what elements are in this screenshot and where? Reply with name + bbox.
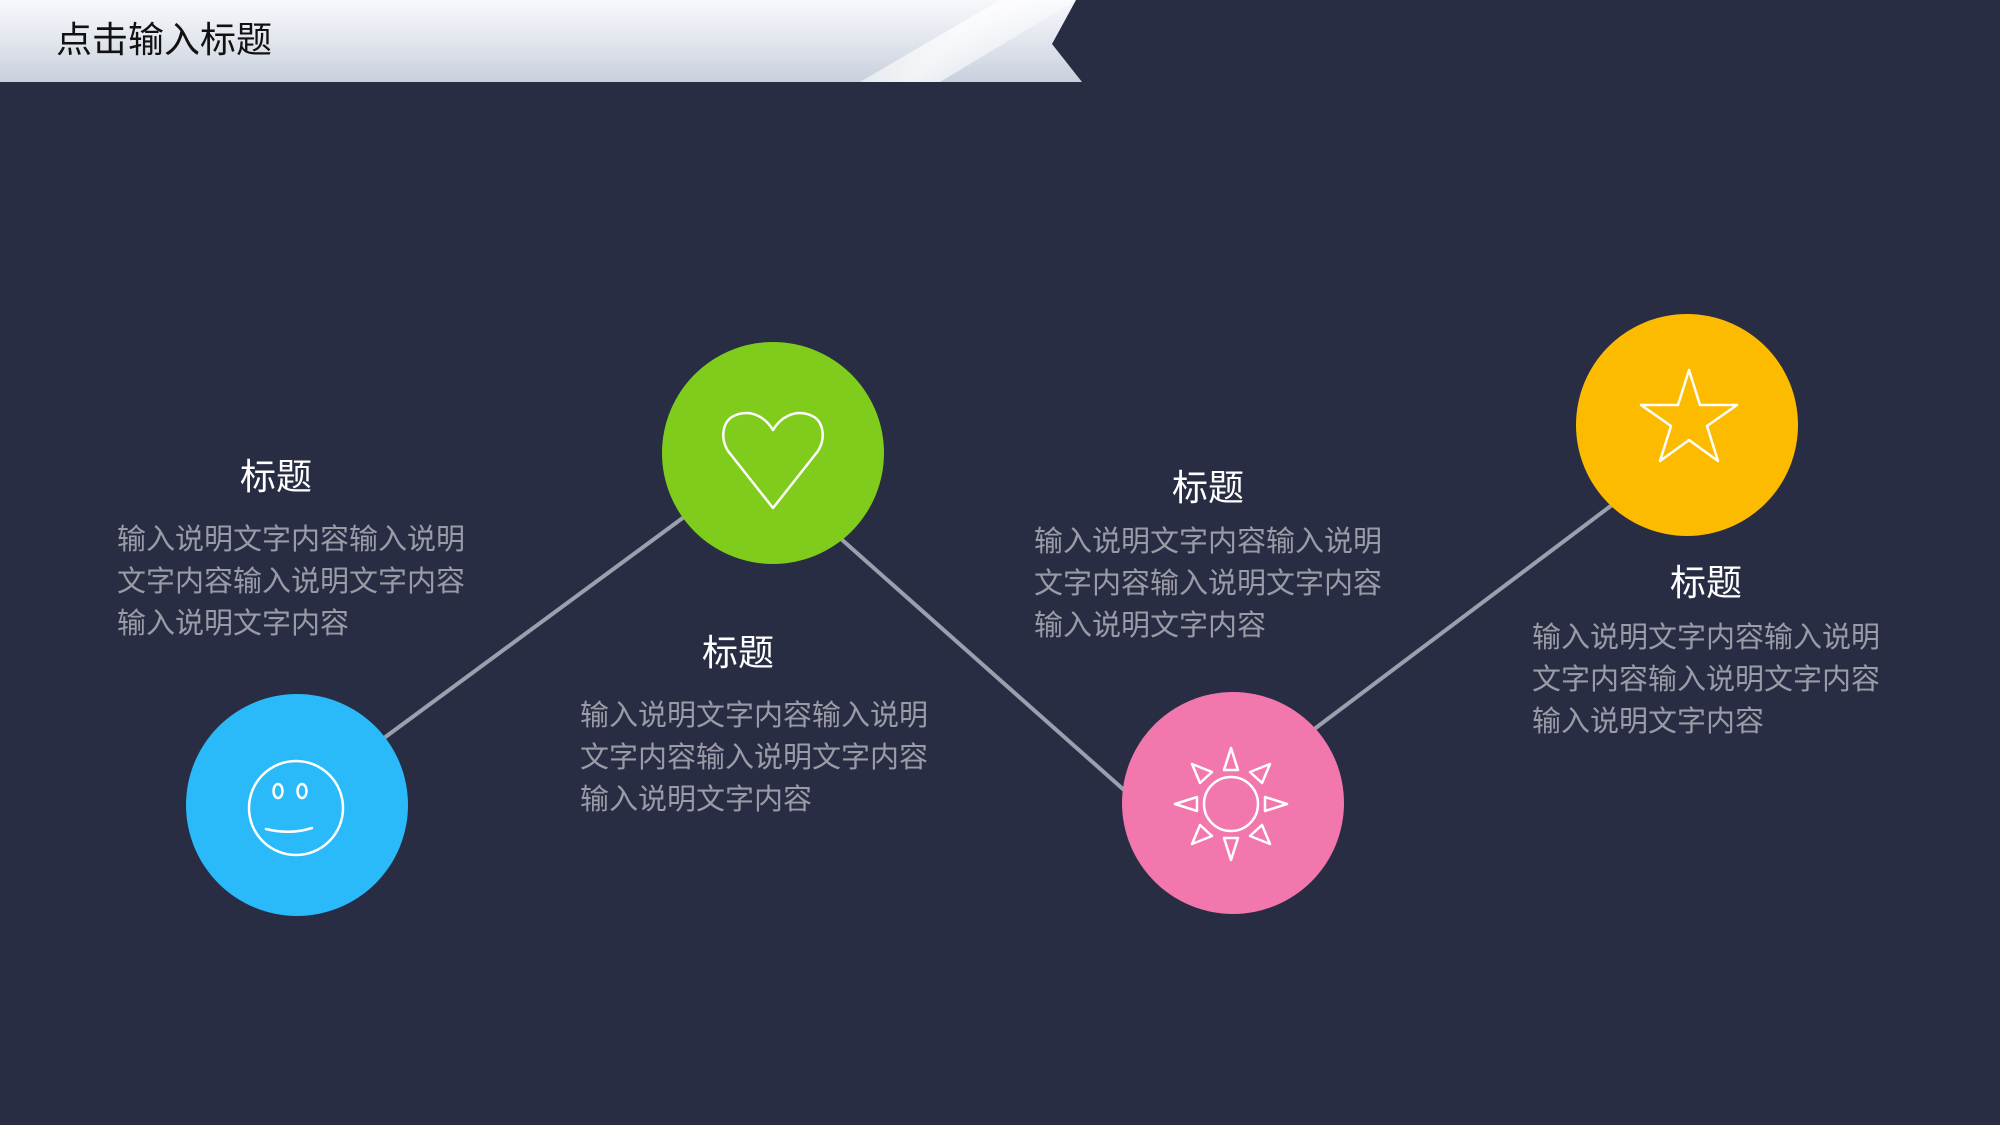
smiley-face-icon [247,759,345,857]
item-4-description[interactable]: 输入说明文字内容输入说明文字内容输入说明文字内容输入说明文字内容 [1532,620,1881,738]
item-2-description[interactable]: 输入说明文字内容输入说明文字内容输入说明文字内容输入说明文字内容 [580,698,929,816]
sun-icon [1173,746,1289,862]
node-pink[interactable] [1122,692,1344,914]
connector-pink-yellow [1311,503,1614,732]
item-1-description[interactable]: 输入说明文字内容输入说明文字内容输入说明文字内容输入说明文字内容 [117,522,466,640]
item-4-title[interactable]: 标题 [1670,563,1743,604]
item-1-title[interactable]: 标题 [240,457,313,498]
node-green-shape [662,342,884,564]
heart-icon [722,411,824,510]
node-yellow[interactable] [1576,314,1798,536]
star-icon [1639,368,1739,463]
connector-blue-green [382,515,686,740]
node-pink-shape [1122,692,1344,914]
node-blue-shape [186,694,408,916]
node-yellow-shape [1576,314,1798,536]
item-3-description[interactable]: 输入说明文字内容输入说明文字内容输入说明文字内容输入说明文字内容 [1034,524,1383,642]
item-3-title[interactable]: 标题 [1172,468,1245,509]
title-banner [0,0,1082,82]
node-green[interactable] [662,342,884,564]
item-2-title[interactable]: 标题 [702,633,775,674]
slide-title[interactable]: 点击输入标题 [56,20,273,61]
connector-green-pink [838,536,1126,792]
node-blue[interactable] [186,694,408,916]
